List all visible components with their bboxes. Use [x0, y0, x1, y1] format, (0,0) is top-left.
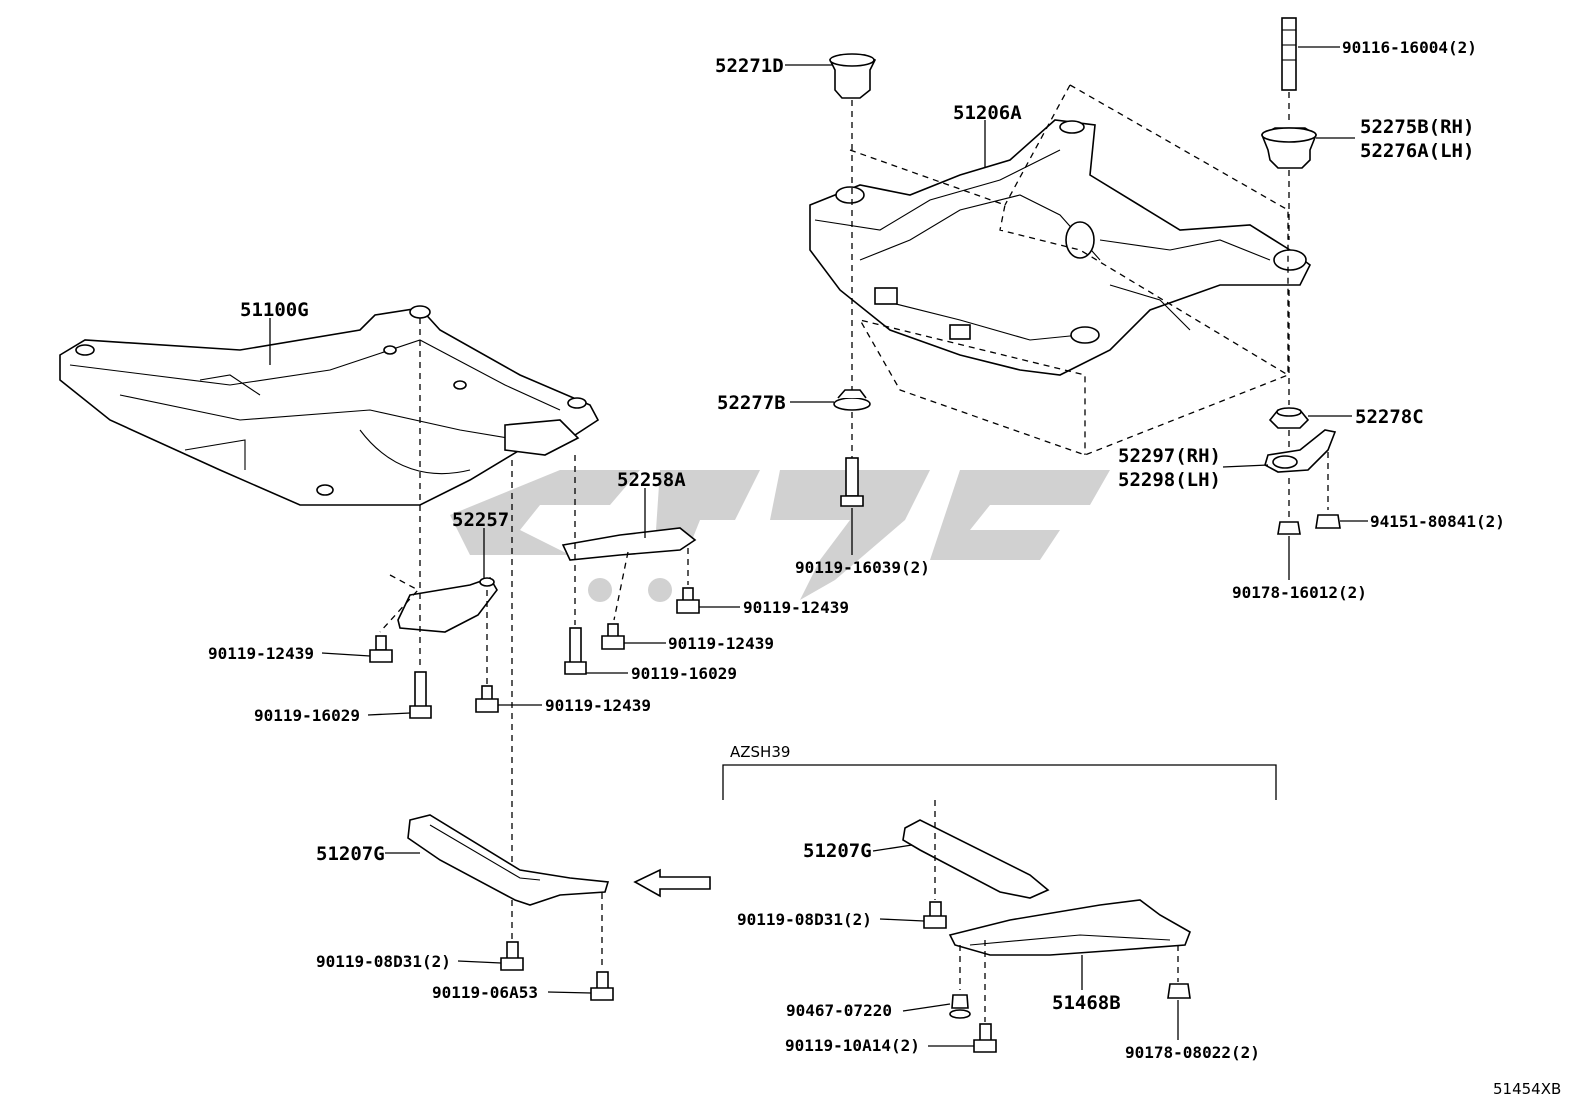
- bolt-90119-16029-b: [564, 627, 587, 675]
- bolt-90119-12439-d: [676, 587, 700, 614]
- brace-52257: [397, 577, 498, 633]
- label-52278C: 52278C: [1355, 406, 1424, 428]
- label-51100G: 51100G: [240, 299, 309, 321]
- label-52271D: 52271D: [715, 55, 784, 77]
- diagram-code: 51454XB: [1493, 1080, 1561, 1098]
- part-labels: 52271D 90116-16004(2) 51206A 52275B(RH) …: [208, 38, 1561, 1098]
- cushion-52275B: [1260, 127, 1317, 169]
- label-90178-08022: 90178-08022(2): [1125, 1043, 1260, 1062]
- label-52297: 52297(RH): [1118, 445, 1221, 467]
- front-crossmember-51100G: [59, 305, 600, 506]
- label-90116-16004: 90116-16004(2): [1342, 38, 1477, 57]
- label-90178-16012: 90178-16012(2): [1232, 583, 1367, 602]
- label-52257: 52257: [452, 509, 509, 531]
- arrow-left-icon: [633, 868, 711, 898]
- label-90467-07220: 90467-07220: [786, 1001, 892, 1020]
- rear-suspension-member-51206A: [809, 119, 1312, 376]
- label-51207G-left: 51207G: [316, 843, 385, 865]
- bolt-90119-12439-c: [601, 623, 625, 650]
- watermark-logo: [450, 470, 1110, 602]
- label-52277B: 52277B: [717, 392, 786, 414]
- label-90119-10A14: 90119-10A14(2): [785, 1036, 920, 1055]
- label-52275B: 52275B(RH): [1360, 116, 1474, 138]
- label-52276A: 52276A(LH): [1360, 140, 1474, 162]
- bolt-90119-16029-a: [409, 671, 432, 719]
- label-51207G-right: 51207G: [803, 840, 872, 862]
- stud-bolt-90116-16004: [1281, 17, 1297, 91]
- label-90119-08D31-left: 90119-08D31(2): [316, 952, 451, 971]
- brace-52258A: [561, 527, 697, 561]
- label-51206A: 51206A: [953, 102, 1022, 124]
- bolt-90119-06A53: [590, 971, 614, 1001]
- bracket-52297: [1264, 429, 1337, 473]
- variant-label-AZSH39: AZSH39: [730, 743, 790, 761]
- label-94151-80841: 94151-80841(2): [1370, 512, 1505, 531]
- brace-51207G-left: [407, 814, 610, 906]
- nut-90178-16012: [1277, 521, 1301, 535]
- label-52298: 52298(LH): [1118, 469, 1221, 491]
- label-90119-16039: 90119-16039(2): [795, 558, 930, 577]
- clip-90467-07220: [949, 994, 971, 1019]
- label-90119-12439-a: 90119-12439: [208, 644, 314, 663]
- stopper-52278C: [1268, 407, 1310, 429]
- rear-assembly-dash-box: [849, 149, 1290, 456]
- label-90119-06A53: 90119-06A53: [432, 983, 538, 1002]
- label-90119-12439-b: 90119-12439: [545, 696, 651, 715]
- label-90119-12439-c: 90119-12439: [668, 634, 774, 653]
- label-51468B: 51468B: [1052, 992, 1121, 1014]
- nut-94151-80841: [1315, 514, 1341, 529]
- nut-90178-08022: [1167, 983, 1191, 999]
- label-90119-08D31-right: 90119-08D31(2): [737, 910, 872, 929]
- bolt-90119-10A14: [973, 1023, 997, 1053]
- cushion-52271D: [828, 53, 877, 99]
- bolt-90119-08D31-right: [923, 901, 947, 929]
- label-90119-16029-b: 90119-16029: [631, 664, 737, 683]
- label-90119-12439-d: 90119-12439: [743, 598, 849, 617]
- label-52258A: 52258A: [617, 469, 686, 491]
- cover-51468B: [948, 899, 1191, 956]
- label-90119-16029-a: 90119-16029: [254, 706, 360, 725]
- stopper-52277B: [833, 389, 871, 411]
- bolt-90119-08D31-left: [500, 941, 524, 971]
- bolt-90119-16039: [840, 457, 864, 507]
- leader-lines: [269, 46, 1368, 1047]
- variant-bracket: [722, 764, 1277, 800]
- bolt-90119-12439-a: [369, 635, 393, 663]
- brace-51207G-right: [902, 819, 1050, 899]
- bolt-90119-12439-b: [475, 685, 499, 713]
